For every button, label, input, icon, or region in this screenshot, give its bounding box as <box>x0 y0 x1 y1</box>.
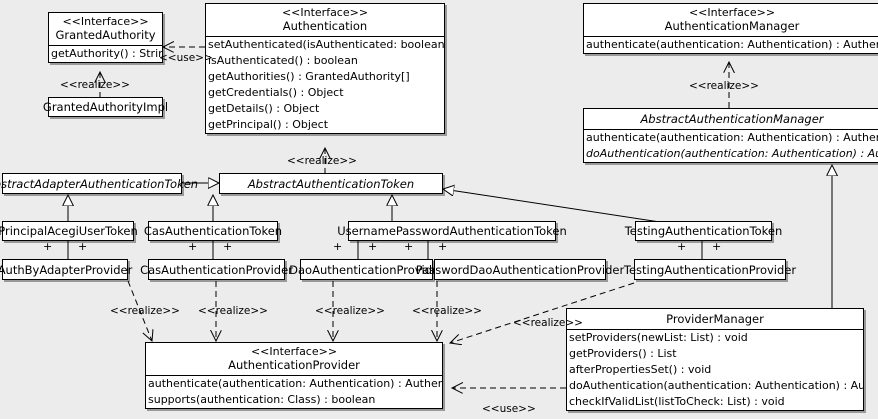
class-box-authentication[interactable]: <<Interface>> Authentication setAuthenti… <box>205 3 445 135</box>
class-box-granted-authority[interactable]: <<Interface>> GrantedAuthority getAuthor… <box>48 12 163 64</box>
operation-row: getProviders() : List <box>569 347 677 361</box>
operation-row: authenticate(authentication: Authenticat… <box>148 377 442 391</box>
class-header: <<Interface>> GrantedAuthority <box>49 13 162 45</box>
class-name: AuthByAdapterProvider <box>0 262 133 277</box>
class-box-cas-authentication-token[interactable]: CasAuthenticationToken <box>144 221 282 241</box>
class-box-abstract-adapter-authentication-token[interactable]: AbstractAdapterAuthenticationToken <box>0 173 198 194</box>
compartment-divider <box>584 129 878 131</box>
operation-row: authenticate(authentication: Authenticat… <box>586 131 878 145</box>
class-header: ProviderManager <box>567 309 863 329</box>
class-name: CasAuthenticationToken <box>143 224 283 238</box>
edge-label-realize-authentication: <<realize>> <box>287 155 357 167</box>
operation-row: isAuthenticated() : boolean <box>208 54 358 68</box>
edge-label-use-granted-authority: <<use>> <box>159 52 213 64</box>
class-box-testing-authentication-token[interactable]: TestingAuthenticationToken <box>625 221 782 241</box>
edge-label-realize-authentication-manager: <<realize>> <box>689 80 759 92</box>
operations-compartment: setProviders(newList: List) : void getPr… <box>567 330 863 410</box>
compartment-divider <box>146 375 442 377</box>
edge-label-use-authentication-provider: <<use>> <box>482 403 536 415</box>
class-box-password-dao-authentication-provider[interactable]: PasswordDaoAuthenticationProvider <box>416 259 624 280</box>
stereotype-label: <<Interface>> <box>250 345 338 358</box>
class-name: AbstractAuthenticationManager <box>640 112 824 126</box>
class-box-username-password-authentication-token[interactable]: UsernamePasswordAuthenticationToken <box>337 221 567 241</box>
class-name: AuthenticationManager <box>664 19 800 34</box>
class-header: AbstractAuthenticationManager <box>584 109 878 129</box>
edge-label-realize-granted-authority: <<realize>> <box>60 79 130 91</box>
edge-label-realize-password-dao-provider: <<realize>> <box>412 305 482 317</box>
multiplicity-marker: + <box>368 240 378 253</box>
operation-row: getCredentials() : Object <box>208 86 344 100</box>
operation-row-abstract: doAuthentication(authentication: Authent… <box>586 147 878 161</box>
operations-compartment: authenticate(authentication: Authenticat… <box>584 130 878 162</box>
operation-row: setAuthenticated(isAuthenticated: boolea… <box>208 38 444 52</box>
multiplicity-marker: + <box>223 240 233 253</box>
class-box-principal-acegi-user-token[interactable]: PrincipalAcegiUserToken <box>0 221 138 241</box>
class-header: <<Interface>> Authentication <box>206 4 444 36</box>
class-name: TestingAuthenticationProvider <box>623 262 797 277</box>
stereotype-label: <<Interface>> <box>281 6 369 19</box>
edge-label-realize-cas-provider: <<realize>> <box>198 305 268 317</box>
class-box-testing-authentication-provider[interactable]: TestingAuthenticationProvider <box>624 259 796 280</box>
class-name: AbstractAdapterAuthenticationToken <box>0 176 199 191</box>
operations-compartment: authenticate(authentication: Authenticat… <box>584 37 878 53</box>
operation-row: setProviders(newList: List) : void <box>569 331 748 345</box>
class-box-abstract-authentication-token[interactable]: AbstractAuthenticationToken <box>219 173 443 194</box>
multiplicity-marker: + <box>712 240 722 253</box>
edge-label-realize-testing-provider: <<realize>> <box>513 317 583 329</box>
compartment-divider <box>584 36 878 38</box>
compartment-divider <box>49 45 162 47</box>
class-name: DaoAuthenticationProvider <box>289 262 444 277</box>
class-box-dao-authentication-provider[interactable]: DaoAuthenticationProvider <box>289 259 444 280</box>
class-box-cas-authentication-provider[interactable]: CasAuthenticationProvider <box>140 259 293 280</box>
class-header: <<Interface>> AuthenticationProvider <box>146 343 442 375</box>
operations-compartment: authenticate(authentication: Authenticat… <box>146 376 442 408</box>
multiplicity-marker: + <box>438 240 448 253</box>
operation-row: checkIfValidList(listToCheck: List) : vo… <box>569 395 785 409</box>
class-box-authentication-manager[interactable]: <<Interface>> AuthenticationManager auth… <box>583 3 878 55</box>
class-name: GrantedAuthority <box>55 28 156 43</box>
operation-row: supports(authentication: Class) : boolea… <box>148 393 376 407</box>
operations-compartment: setAuthenticated(isAuthenticated: boolea… <box>206 37 444 133</box>
edge-generalization-testing-token <box>443 189 661 223</box>
compartment-divider <box>567 329 863 331</box>
operation-row: getAuthorities() : GrantedAuthority[] <box>208 70 410 84</box>
multiplicity-marker: + <box>404 240 414 253</box>
edge-label-realize-dao-provider: <<realize>> <box>315 305 385 317</box>
operation-row: authenticate(authentication: Authenticat… <box>586 38 878 52</box>
edge-label-realize-auth-by-adapter-provider: <<realize>> <box>110 305 180 317</box>
class-name: GrantedAuthorityImpl <box>42 100 169 114</box>
compartment-divider <box>206 36 444 38</box>
multiplicity-marker: + <box>677 240 687 253</box>
operation-row: getDetails() : Object <box>208 102 320 116</box>
class-name: Authentication <box>282 19 368 34</box>
class-name: ProviderManager <box>666 312 764 326</box>
class-name: TestingAuthenticationToken <box>624 224 783 238</box>
class-name: AuthenticationProvider <box>228 358 360 373</box>
operation-row: getPrincipal() : Object <box>208 118 329 132</box>
stereotype-label: <<Interface>> <box>688 6 776 19</box>
operation-row: afterPropertiesSet() : void <box>569 363 712 377</box>
class-name: CasAuthenticationProvider <box>140 262 293 277</box>
class-name: UsernamePasswordAuthenticationToken <box>337 224 567 238</box>
multiplicity-marker: + <box>43 240 53 253</box>
multiplicity-marker: + <box>78 240 88 253</box>
multiplicity-marker: + <box>188 240 198 253</box>
class-name: AbstractAuthenticationToken <box>247 176 415 191</box>
operations-compartment: getAuthority() : String <box>49 46 162 62</box>
class-header: <<Interface>> AuthenticationManager <box>584 4 878 36</box>
class-box-auth-by-adapter-provider[interactable]: AuthByAdapterProvider <box>0 259 132 280</box>
class-name: PrincipalAcegiUserToken <box>0 224 138 238</box>
class-box-abstract-authentication-manager[interactable]: AbstractAuthenticationManager authentica… <box>583 108 878 164</box>
class-name: PasswordDaoAuthenticationProvider <box>415 262 625 277</box>
operation-row: getAuthority() : String <box>51 47 162 61</box>
class-box-provider-manager[interactable]: ProviderManager setProviders(newList: Li… <box>566 308 864 412</box>
stereotype-label: <<Interface>> <box>62 15 149 28</box>
class-box-authentication-provider[interactable]: <<Interface>> AuthenticationProvider aut… <box>145 342 443 410</box>
multiplicity-marker: + <box>333 240 343 253</box>
operation-row: doAuthentication(authentication: Authent… <box>569 379 863 393</box>
class-box-granted-authority-impl[interactable]: GrantedAuthorityImpl <box>43 97 168 117</box>
